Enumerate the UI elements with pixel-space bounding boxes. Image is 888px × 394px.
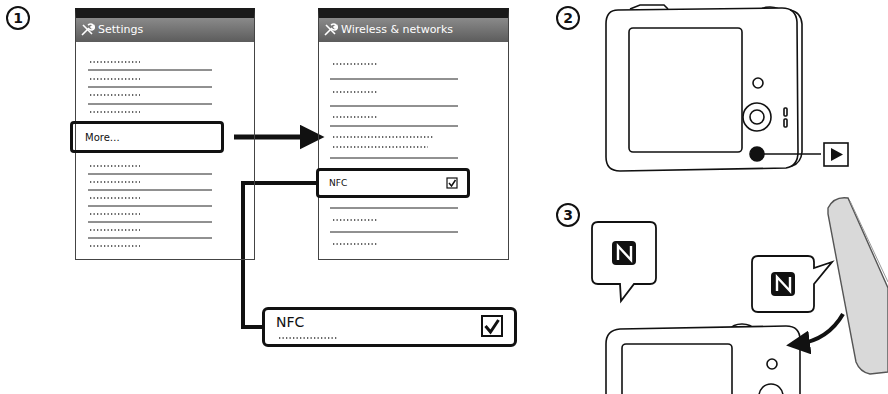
playback-icon (824, 143, 848, 166)
callout-number: 2 (556, 6, 580, 30)
item-text: More… (85, 132, 120, 143)
callout-number: 1 (6, 6, 30, 30)
settings-screen: SettingsMore… (75, 8, 255, 260)
wrench-icon (323, 23, 338, 37)
zoom-connector (243, 183, 316, 327)
screen-header: Wireless & networks (319, 18, 508, 42)
list-separators (88, 70, 458, 238)
leader-line (764, 153, 821, 155)
nfc-zoom-box: NFC (262, 307, 517, 347)
camera-back (606, 5, 802, 171)
nfc-row: NFC (316, 168, 470, 198)
wireless-screen: Wireless & networksNFC (318, 8, 509, 260)
item-text: NFC (329, 178, 347, 188)
item-text: NFC (276, 314, 304, 330)
nfc-bubble (752, 256, 832, 312)
camera-front (606, 324, 800, 394)
curved-arrow (798, 314, 843, 344)
header-text: Wireless & networks (341, 23, 453, 36)
wrench-icon (80, 23, 95, 37)
smartphone (828, 198, 888, 374)
list-dots (90, 62, 433, 338)
screen-header: Settings (76, 18, 254, 42)
checkbox (447, 178, 502, 336)
header-text: Settings (98, 23, 143, 36)
flow-arrow (234, 135, 312, 140)
menu-item-box: More… (70, 121, 224, 153)
nfc-bubble (592, 222, 656, 301)
callout-number: 3 (556, 203, 580, 227)
